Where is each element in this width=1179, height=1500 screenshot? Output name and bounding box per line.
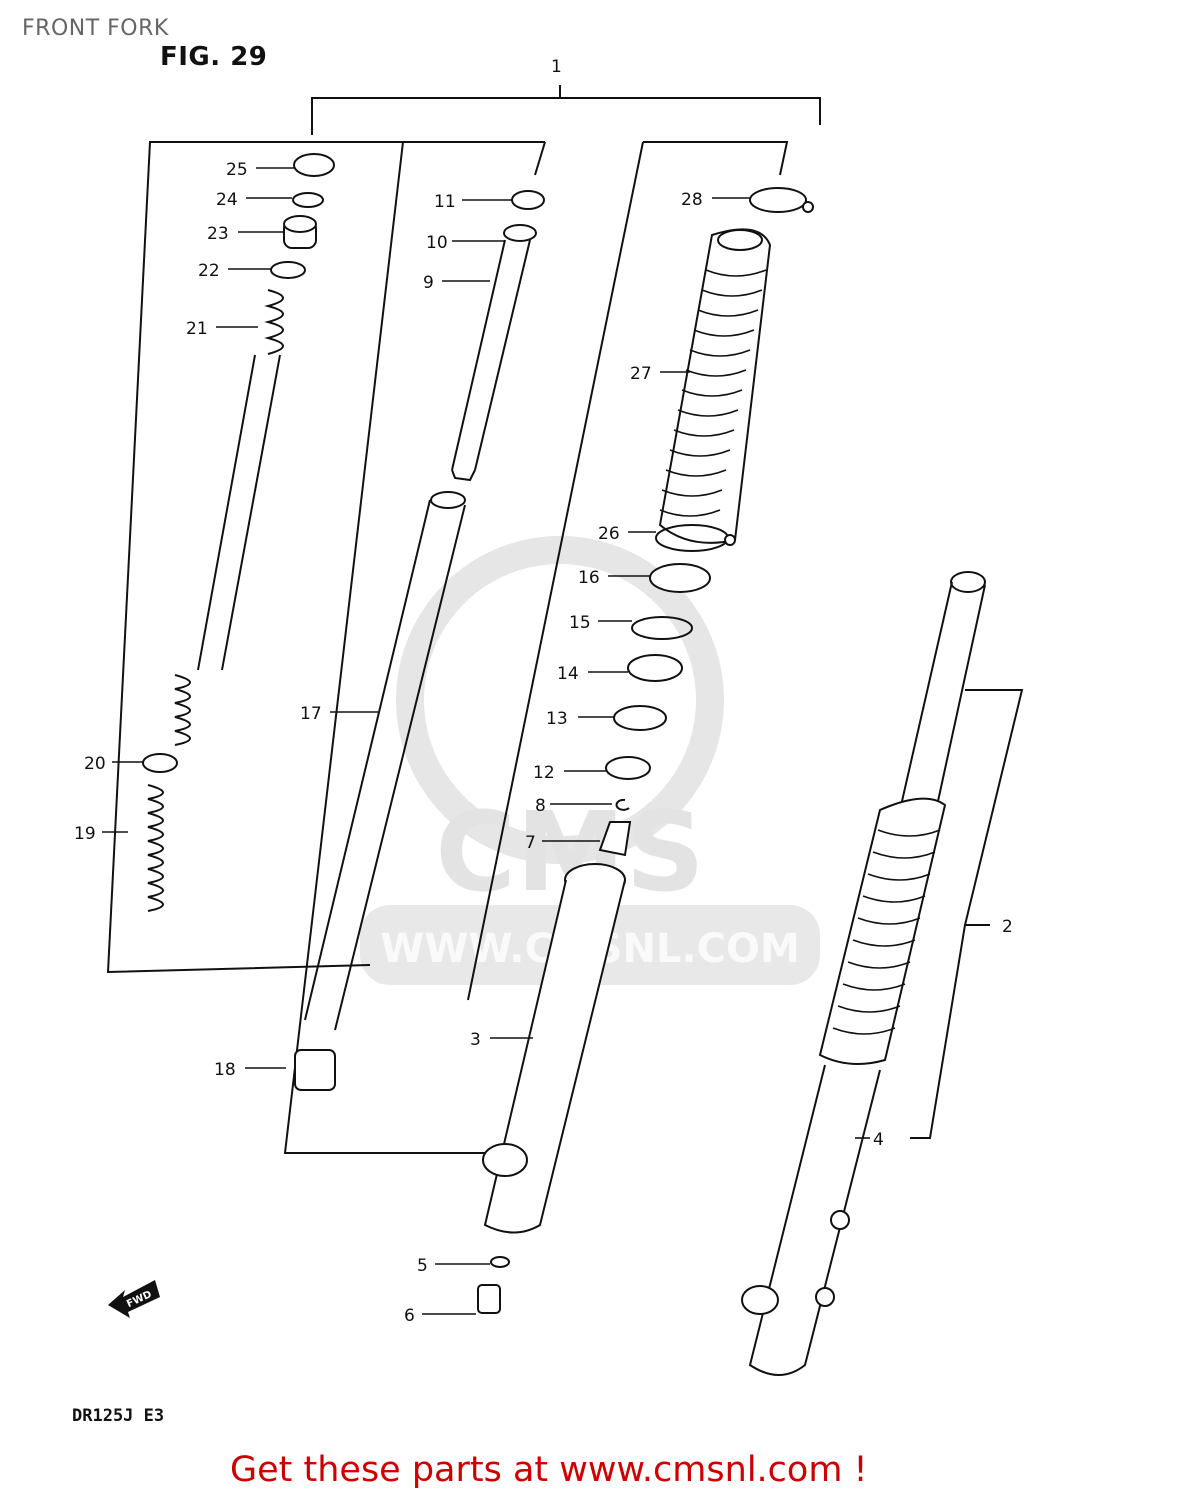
callout-25: 25 <box>226 160 248 180</box>
callout-1: 1 <box>551 57 562 77</box>
callout-23: 23 <box>207 224 229 244</box>
callout-22: 22 <box>198 261 220 281</box>
callout-24: 24 <box>216 190 238 210</box>
callout-15: 15 <box>569 613 591 633</box>
callout-9: 9 <box>423 273 434 293</box>
page-title: FRONT FORK <box>22 16 169 41</box>
fwd-arrow-icon: FWD <box>108 1280 160 1318</box>
callout-21: 21 <box>186 319 208 339</box>
callout-2: 2 <box>1002 917 1013 937</box>
callout-19: 19 <box>74 824 96 844</box>
callout-8: 8 <box>535 796 546 816</box>
callout-3: 3 <box>470 1030 481 1050</box>
callout-10: 10 <box>426 233 448 253</box>
callout-5: 5 <box>417 1256 428 1276</box>
callout-28: 28 <box>681 190 703 210</box>
callout-16: 16 <box>578 568 600 588</box>
callout-11: 11 <box>434 192 456 212</box>
callout-6: 6 <box>404 1306 415 1326</box>
callout-20: 20 <box>84 754 106 774</box>
callout-12: 12 <box>533 763 555 783</box>
callout-26: 26 <box>598 524 620 544</box>
callout-14: 14 <box>557 664 579 684</box>
callout-13: 13 <box>546 709 568 729</box>
callout-17: 17 <box>300 704 322 724</box>
callout-7: 7 <box>525 833 536 853</box>
model-code: DR125J E3 <box>72 1406 165 1426</box>
callout-4: 4 <box>873 1130 884 1150</box>
cmsnl-shop-link[interactable]: Get these parts at www.cmsnl.com ! <box>230 1450 868 1490</box>
callout-labels: 1 2 3 4 5 6 7 8 9 10 11 12 13 14 15 16 1… <box>74 57 1013 1326</box>
figure-title: FIG. 29 <box>160 42 268 72</box>
callout-18: 18 <box>214 1060 236 1080</box>
callout-27: 27 <box>630 364 652 384</box>
